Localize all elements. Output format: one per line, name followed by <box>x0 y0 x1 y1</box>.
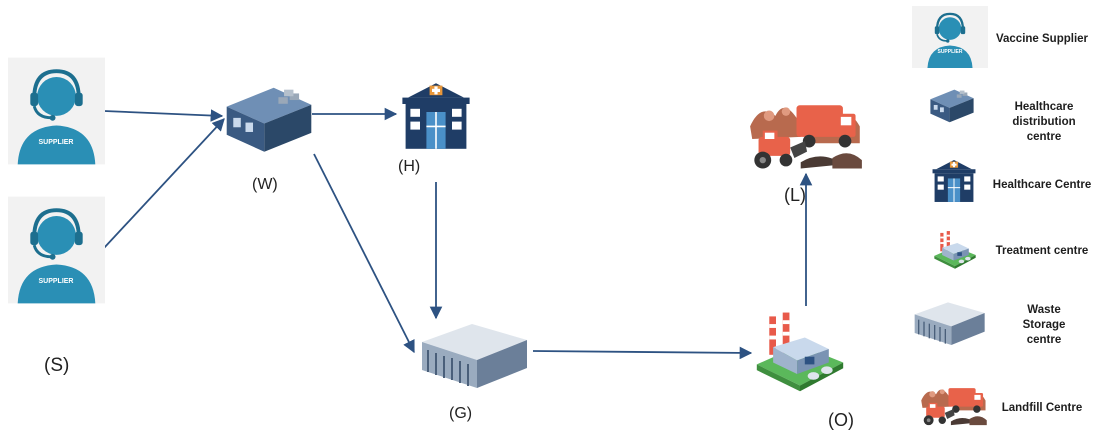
healthcare-centre-icon <box>932 159 976 203</box>
node-label-treatment: (O) <box>828 410 854 430</box>
node-label-healthcare: (H) <box>398 158 421 175</box>
legend-label-landfill: Landfill Centre <box>1001 402 1083 414</box>
arrow-g-to-o <box>532 346 753 360</box>
legend-label-distribution-centre: Healthcare distribution centre <box>1012 101 1076 143</box>
supplier-badge-text: SUPPLIER <box>38 278 73 285</box>
legend-label-treatment-centre: Treatment centre <box>995 245 1089 257</box>
node-label-storage: (G) <box>449 405 473 422</box>
supplier-icon <box>8 57 105 165</box>
landfill-icon <box>750 105 862 169</box>
node-label-supplier: (S) <box>44 355 70 376</box>
treatment-centre-icon <box>756 312 844 392</box>
distribution-centre-icon <box>226 87 312 152</box>
supplier-badge-text: SUPPLIER <box>937 49 962 55</box>
supplier-icon <box>8 196 105 304</box>
legend-label-healthcare-centre: Healthcare Centre <box>992 179 1092 191</box>
waste-storage-icon <box>421 323 528 389</box>
healthcare-centre-icon <box>401 82 471 150</box>
landfill-icon <box>921 388 987 426</box>
arrow-w-to-g <box>313 153 415 354</box>
waste-storage-icon <box>913 301 986 346</box>
treatment-centre-icon <box>934 231 976 269</box>
supplier-icon <box>920 6 980 68</box>
supplier-badge-text: SUPPLIER <box>38 139 73 146</box>
distribution-centre-icon <box>930 89 974 123</box>
arrow-s2-to-w <box>103 118 225 249</box>
arrow-s1-to-w <box>103 109 224 122</box>
legend-label-waste-storage: Waste Storage centre <box>1022 304 1066 346</box>
node-label-landfill: (L) <box>784 185 806 205</box>
node-label-warehouse: (W) <box>252 176 278 193</box>
flow-arrows <box>103 107 813 360</box>
legend-label-vaccine-supplier: Vaccine Supplier <box>995 33 1089 45</box>
